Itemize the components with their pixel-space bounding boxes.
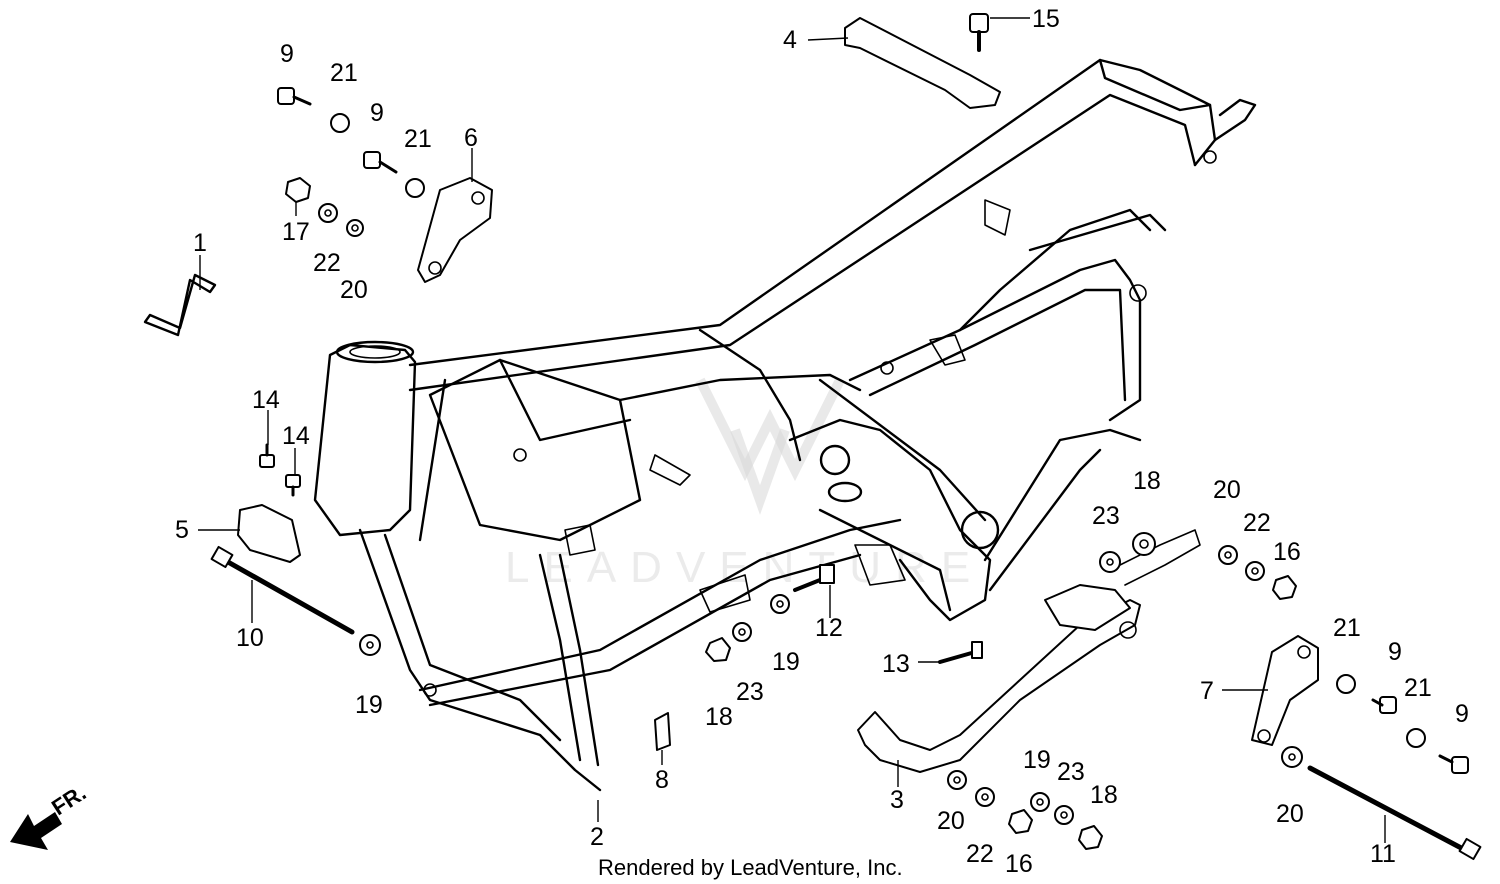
callout-numbers: 1 2 3 4 5 6 7 8 9 9 9 9 10 11 12 13 14 1… — [175, 5, 1469, 878]
callout-10: 10 — [236, 624, 264, 652]
part-1-clip — [143, 273, 217, 337]
callout-19-a: 19 — [355, 691, 383, 719]
callout-6: 6 — [464, 124, 478, 152]
callout-17: 17 — [282, 218, 310, 246]
callout-18-c: 18 — [1090, 781, 1118, 809]
part-12-bolt — [793, 564, 835, 592]
callout-21-a: 21 — [330, 59, 358, 87]
front-direction-arrow — [10, 812, 62, 850]
callout-20-d: 20 — [937, 807, 965, 835]
callout-20-a: 20 — [340, 276, 368, 304]
part-11-bolt — [1307, 765, 1482, 861]
callout-12: 12 — [815, 614, 843, 642]
callout-7: 7 — [1200, 677, 1214, 705]
callout-8: 8 — [655, 766, 669, 794]
watermark-logo — [695, 377, 845, 515]
part-6-step-bracket — [417, 177, 493, 283]
part-8-clip — [654, 712, 671, 751]
callout-19-c: 19 — [1023, 746, 1051, 774]
part-15-bolt — [969, 13, 989, 52]
callout-22-c: 22 — [966, 840, 994, 868]
callout-5: 5 — [175, 516, 189, 544]
callout-22-b: 22 — [1243, 509, 1271, 537]
callout-18-b: 18 — [705, 703, 733, 731]
callout-14-b: 14 — [282, 422, 310, 450]
callout-9-d: 9 — [1455, 700, 1469, 728]
part-3-lower-frame — [857, 599, 1141, 773]
callout-18-a: 18 — [1133, 467, 1161, 495]
callout-1: 1 — [193, 229, 207, 257]
callout-23-c: 23 — [1057, 758, 1085, 786]
callout-21-d: 21 — [1404, 674, 1432, 702]
callout-4: 4 — [783, 26, 797, 54]
main-frame — [313, 58, 1257, 792]
callout-9-c: 9 — [1388, 638, 1402, 666]
callout-16-a: 16 — [1273, 538, 1301, 566]
hardware-nuts-washers — [285, 113, 1426, 850]
callout-13: 13 — [882, 650, 910, 678]
part-5-cover — [237, 504, 301, 563]
callout-11: 11 — [1370, 840, 1396, 868]
leader-lines — [198, 17, 1386, 843]
part-4-bracket — [844, 17, 1001, 109]
credit-text: Rendered by LeadVenture, Inc. — [598, 855, 903, 880]
callout-2: 2 — [590, 823, 604, 851]
callout-14-a: 14 — [252, 386, 280, 414]
callout-19-b: 19 — [772, 648, 800, 676]
callout-20-c: 20 — [1276, 800, 1304, 828]
part-10-bolt — [210, 545, 355, 635]
callout-21-b: 21 — [404, 125, 432, 153]
callout-9-b: 9 — [370, 99, 384, 127]
part-14-screws — [259, 443, 301, 497]
callout-20-b: 20 — [1213, 476, 1241, 504]
callout-21-c: 21 — [1333, 614, 1361, 642]
part-9-bolts — [277, 87, 1469, 774]
part-7-step-bracket — [1251, 635, 1319, 746]
callout-9-a: 9 — [280, 40, 294, 68]
callout-15: 15 — [1032, 5, 1060, 33]
callout-22-a: 22 — [313, 249, 341, 277]
callout-3: 3 — [890, 786, 904, 814]
part-13-bolt — [938, 641, 983, 664]
callout-23-a: 23 — [1092, 502, 1120, 530]
callout-16-b: 16 — [1005, 850, 1033, 878]
callout-23-b: 23 — [736, 678, 764, 706]
